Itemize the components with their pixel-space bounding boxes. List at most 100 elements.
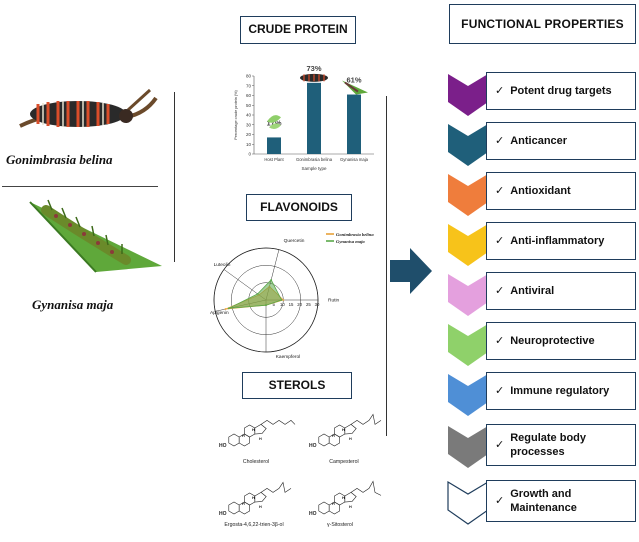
- radar-point: [270, 278, 273, 281]
- atom-label-h: H: [332, 502, 335, 506]
- radar-tick-label: 10: [280, 302, 285, 307]
- functional-property-row: ✓ Potent drug targets: [446, 72, 636, 116]
- atom-label-h: H: [259, 505, 262, 509]
- functional-property-row: ✓Anticancer: [446, 122, 636, 166]
- atom-label-h: H: [349, 437, 352, 441]
- radar-axis-label: Apigenin: [210, 310, 229, 316]
- sterol-name: γ-Sitosterol: [327, 522, 353, 528]
- atom-label-h: H: [242, 502, 245, 506]
- atom-label-h: H: [332, 434, 335, 438]
- atom-label-h: H: [342, 428, 345, 432]
- y-tick-label: 10: [246, 142, 252, 147]
- functional-property-row: ✓ Immune regulatory: [446, 372, 636, 416]
- radar-point: [227, 307, 230, 310]
- property-label-box: ✓ Anti-inflammatory: [486, 222, 636, 260]
- atom-label-ho: HO: [219, 511, 227, 517]
- x-tick-label: Gonimbrasia belina: [296, 157, 333, 162]
- atom-label-ho: HO: [309, 443, 317, 449]
- data-label: 73%: [306, 64, 321, 73]
- species-divider: [2, 186, 158, 187]
- species-label-gynanisa: Gynanisa maja: [32, 297, 114, 312]
- check-icon: ✓: [495, 285, 505, 297]
- y-tick-label: 20: [246, 132, 252, 137]
- caterpillar-icon: [342, 80, 368, 95]
- radar-point: [265, 304, 267, 307]
- x-tick-label: Gynanisa maja: [340, 157, 369, 162]
- right-divider: [386, 96, 387, 436]
- chevron-down-icon: [448, 426, 488, 468]
- property-label-box: ✓ Antioxidant: [486, 172, 636, 210]
- radar-axis-label: Rutin: [328, 298, 340, 304]
- property-label-box: ✓ Immune regulatory: [486, 372, 636, 410]
- flavonoids-title: FLAVONOIDS: [246, 194, 352, 221]
- y-axis-label: Percentage crude protein (%): [234, 89, 238, 139]
- check-icon: ✓: [495, 85, 505, 97]
- atom-label-h: H: [342, 496, 345, 500]
- radar-point: [280, 299, 283, 301]
- check-icon: ✓: [495, 385, 505, 397]
- caterpillar-image-gonimbrasia: [18, 78, 158, 144]
- data-label: 61%: [346, 76, 361, 85]
- sterol-name: Cholesterol: [243, 459, 269, 465]
- property-label: Antiviral: [510, 285, 555, 297]
- functional-property-row: ✓Neuroprotective: [446, 322, 636, 366]
- chevron-down-icon: [448, 224, 488, 266]
- atom-label-h: H: [252, 496, 255, 500]
- atom-label-h: H: [349, 505, 352, 509]
- radar-axis-label: Luteolin: [214, 262, 231, 268]
- data-label: 17%: [266, 118, 281, 127]
- y-tick-label: 0: [248, 152, 251, 157]
- check-icon: ✓: [495, 235, 505, 247]
- leaf-icon: [267, 115, 281, 130]
- chevron-down-icon: [448, 74, 488, 116]
- check-icon: ✓: [495, 185, 505, 197]
- y-tick-label: 80: [246, 74, 252, 79]
- radar-point: [282, 299, 285, 301]
- functional-property-row: ✓ Antiviral: [446, 272, 636, 316]
- property-label-box: ✓Growth and Maintenance: [486, 480, 636, 522]
- legend-label: Gonimbrasia belina: [336, 232, 374, 237]
- check-icon: ✓: [495, 335, 505, 347]
- y-tick-label: 40: [246, 113, 252, 118]
- caterpillar-image-gynanisa: [26, 196, 164, 276]
- bar: [347, 94, 361, 154]
- crude-protein-title: CRUDE PROTEIN: [240, 16, 356, 44]
- radar-tick-label: 30: [315, 302, 320, 307]
- radar-axis-label: Quercetin: [284, 238, 305, 244]
- functional-properties-title: FUNCTIONAL PROPERTIES: [449, 4, 636, 44]
- radar-tick-label: 15: [289, 302, 294, 307]
- radar-tick-label: 25: [306, 302, 311, 307]
- x-axis-label: Sample type: [301, 166, 327, 171]
- atom-label-ho: HO: [219, 443, 227, 449]
- property-label: Anti-inflammatory: [510, 235, 605, 247]
- property-label: Potent drug targets: [510, 85, 612, 97]
- property-label: Regulate body processes: [510, 432, 587, 458]
- chevron-down-icon: [448, 274, 488, 316]
- x-tick-label: Host Plant: [264, 157, 284, 162]
- chevron-down-icon: [448, 174, 488, 216]
- chevron-down-icon: [448, 124, 488, 166]
- chevron-down-icon: [447, 480, 489, 525]
- atom-label-h: H: [252, 428, 255, 432]
- functional-property-row: ✓ Antioxidant: [446, 172, 636, 216]
- sterols-title: STEROLS: [242, 372, 352, 399]
- property-label: Immune regulatory: [510, 385, 610, 397]
- species-label-gonimbrasia: Gonimbrasia belina: [6, 152, 113, 167]
- radar-point: [256, 292, 259, 295]
- radar-tick-label: 5: [272, 302, 275, 307]
- property-label-box: ✓Neuroprotective: [486, 322, 636, 360]
- y-tick-label: 50: [246, 103, 252, 108]
- sterol-name: Campesterol: [329, 459, 358, 465]
- property-label-box: ✓Regulate body processes: [486, 424, 636, 466]
- functional-property-row: ✓Growth and Maintenance: [446, 480, 636, 525]
- property-label-box: ✓ Antiviral: [486, 272, 636, 310]
- property-label: Antioxidant: [510, 185, 571, 197]
- chevron-down-icon: [448, 324, 488, 366]
- functional-property-row: ✓ Anti-inflammatory: [446, 222, 636, 266]
- radar-axis-label: Kaempferol: [276, 354, 301, 360]
- property-label-box: ✓ Potent drug targets: [486, 72, 636, 110]
